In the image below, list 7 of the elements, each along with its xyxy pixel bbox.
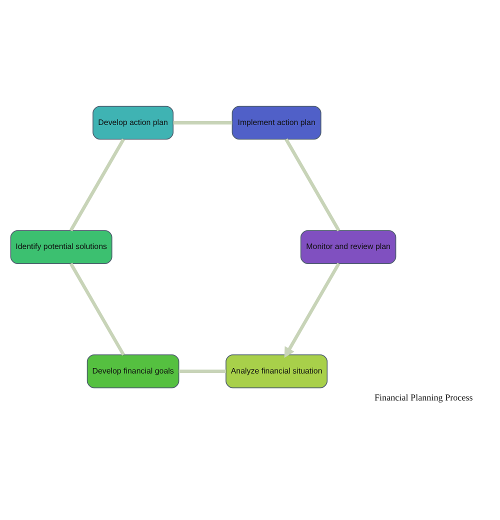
connector xyxy=(178,369,226,373)
connector xyxy=(284,138,340,231)
connector xyxy=(69,138,125,231)
connector xyxy=(69,262,125,356)
connector xyxy=(173,120,232,124)
arrow xyxy=(284,262,340,358)
label: Financial Planning Process xyxy=(374,392,473,402)
